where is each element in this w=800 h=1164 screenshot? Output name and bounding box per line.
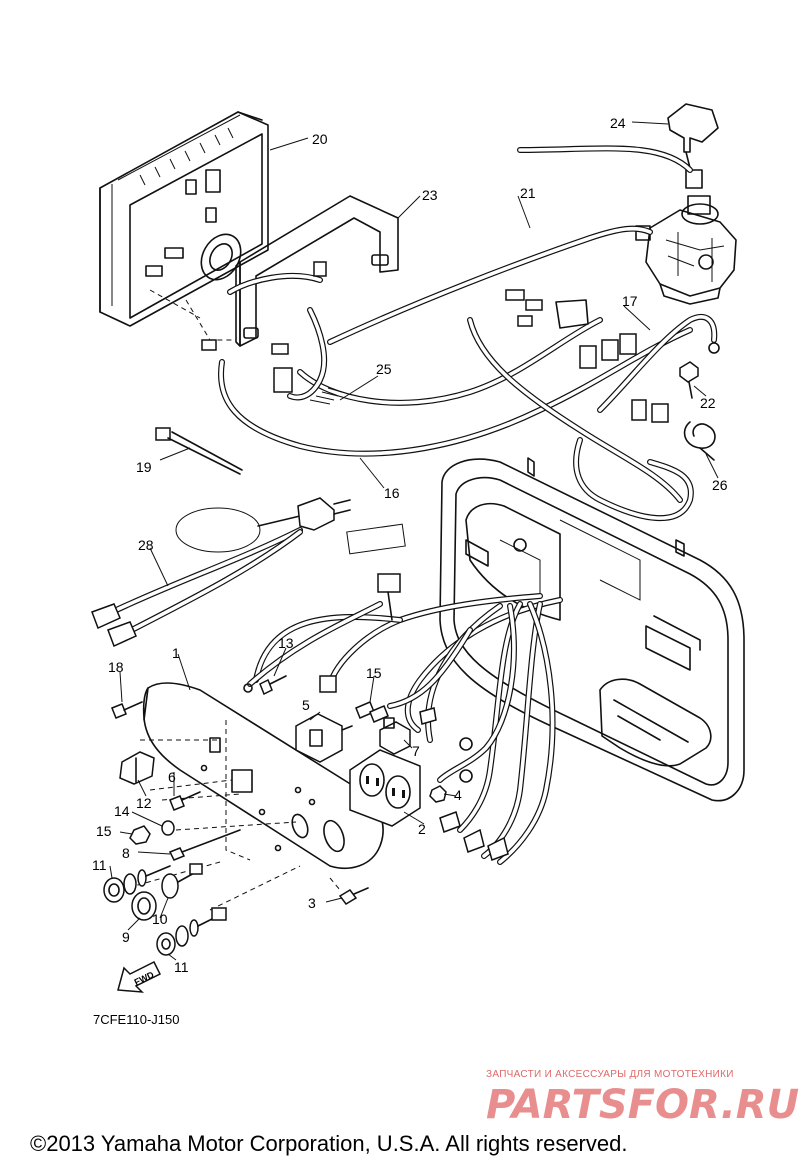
callout-21: 20	[312, 131, 328, 147]
washer-14	[161, 820, 175, 836]
callout-2: 2	[418, 821, 426, 837]
callout-8: 8	[122, 845, 130, 861]
knob-11-lower	[156, 907, 227, 956]
callout-18: 17	[622, 293, 638, 309]
callout-19: 18	[108, 659, 124, 675]
callout-11-lower: 11	[174, 959, 189, 975]
copyright-notice: ©2013 Yamaha Motor Corporation, U.S.A. A…	[30, 1131, 628, 1156]
panel-wiring	[243, 573, 563, 865]
spark-plug-cap-25	[667, 103, 719, 189]
screw-3	[338, 887, 369, 905]
cover-12	[119, 751, 155, 785]
holder-10	[161, 863, 203, 899]
circuit-breaker-5	[295, 713, 353, 763]
screw-8	[168, 829, 241, 861]
watermark-brand: PARTSFOR.RU	[486, 1082, 799, 1128]
callout-13: 13	[278, 635, 294, 651]
callout-12: 12	[136, 795, 152, 811]
power-cord-28	[91, 497, 406, 648]
callout-23: 21	[520, 185, 536, 201]
diagram-part-code: 7CFE110-J150	[93, 1012, 180, 1027]
bracket-24	[235, 195, 399, 347]
callout-1: 1	[172, 645, 180, 661]
watermark-tagline: ЗАПЧАСТИ И АКСЕССУАРЫ ДЛЯ МОТОТЕХНИКИ	[486, 1069, 734, 1080]
callout-14: 14	[114, 803, 130, 819]
callout-17: 15	[366, 665, 382, 681]
nut-4	[429, 785, 447, 803]
callout-25: 24	[610, 115, 626, 131]
watermark-brand-logo: PARTSFOR.RU	[486, 1082, 799, 1128]
callout-5: 5	[302, 697, 310, 713]
leader-lines	[109, 121, 719, 961]
nut-15	[129, 825, 151, 845]
lamp-9	[131, 891, 157, 921]
callout-3: 3	[308, 895, 316, 911]
wire-harness-26	[218, 145, 720, 522]
callout-6: 6	[168, 769, 176, 785]
callout-28: 28	[138, 537, 154, 553]
clip-27	[683, 421, 716, 461]
callout-11-upper: 11	[92, 857, 107, 873]
callout-22: 22	[700, 395, 716, 411]
callout-10: 10	[152, 911, 168, 927]
callout-26: 25	[376, 361, 392, 377]
bolt-22	[679, 361, 699, 399]
receptacle-2	[349, 749, 421, 827]
callout-7: 7	[412, 743, 420, 759]
knob-11-upper	[103, 865, 171, 903]
control-panel-plate-1	[119, 682, 384, 911]
harness-connectors	[201, 261, 669, 423]
callout-24: 23	[422, 187, 438, 203]
callout-20: 19	[136, 459, 152, 475]
callout-16: 16	[384, 485, 400, 501]
screw-6	[169, 791, 201, 811]
callout-15: 15	[96, 823, 112, 839]
cable-tie-20	[155, 427, 243, 475]
screw-19	[111, 701, 143, 719]
generator-housing	[439, 457, 745, 802]
callout-27: 26	[712, 477, 728, 493]
fwd-arrow: FWD	[117, 960, 162, 993]
carburetor-23	[635, 195, 737, 305]
callout-9: 9	[122, 929, 130, 945]
callout-4: 4	[454, 787, 462, 803]
switch-7	[379, 717, 411, 755]
control-box-21	[99, 111, 269, 341]
screw-13	[259, 675, 287, 696]
